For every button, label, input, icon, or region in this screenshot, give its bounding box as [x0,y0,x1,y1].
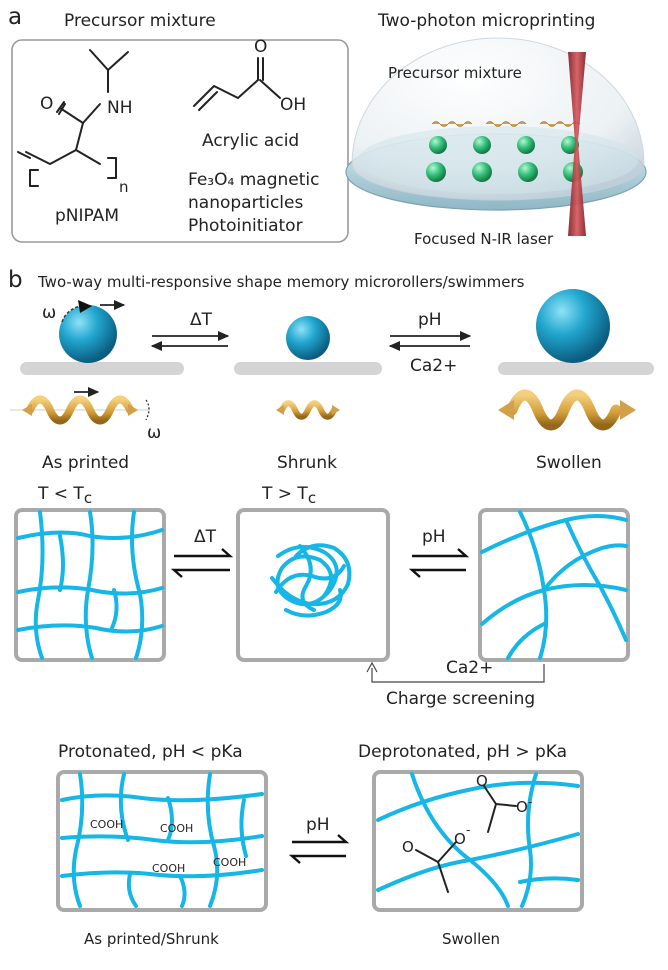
state-swollen: Swollen [536,453,602,473]
microroller-swollen [536,289,610,363]
ingredient-1: Fe₃O₄ magnetic [188,170,319,190]
cooh-3: COOH [213,856,246,869]
microroller-shrunk [286,316,330,360]
surface-1 [20,362,184,375]
omega-helix: ω [147,423,161,443]
net-arrow1-forward [174,548,234,558]
network-box-swollen [478,508,630,662]
helix-shrunk [276,400,340,420]
bottom-arrow-forward [292,834,350,844]
carboxylate-o-4: O [516,798,528,816]
microprinting-title: Two-photon microprinting [377,11,595,31]
carboxylate-o-2: O [454,830,466,848]
panel-a-letter: a [8,4,22,30]
bottom-right-label: Swollen [442,930,500,948]
rotation-arc [61,305,81,323]
carboxylate-groups [415,785,517,893]
state-shrunk: Shrunk [277,453,337,473]
pnipam-n: n [119,178,129,196]
carboxylate-o-1: O [402,838,414,856]
helix-row [431,121,581,127]
pnipam-o: O [40,94,53,114]
network-loose [16,510,164,660]
network-box-collapsed [236,508,390,662]
microroller-printed [59,305,117,363]
precursor-title: Precursor mixture [64,11,216,31]
laser-beam [568,52,586,236]
acrylic-acid-structure [193,57,281,111]
pnipam-nh: NH [107,98,133,118]
acrylic-oh: OH [280,95,306,115]
omega-top: ω [42,303,56,323]
arrow2-top-label: pH [418,310,442,330]
precursor-box [11,39,349,243]
net-arrow2-forward [412,548,470,558]
screening-arrowhead [366,661,378,673]
charge-1: - [466,823,470,837]
protonated-title: Protonated, pH < pKa [58,742,243,762]
net-arrow2-label: pH [422,527,446,547]
screening-path [371,664,545,683]
bottom-arrow-back [288,854,346,864]
helix-rotation-arc [145,399,150,421]
arrow1-label: ΔT [190,310,213,330]
ingredient-3: Photoinitiator [188,216,303,236]
surface-3 [498,362,654,375]
microprinting-illustration [345,37,647,236]
screening-label: Charge screening [386,689,535,709]
cooh-2: COOH [160,822,193,835]
arrow2-bottom-label: Ca2+ [410,356,457,376]
cond-low: T < Tc [37,484,92,507]
helix-swollen [498,389,636,431]
acrylic-label: Acrylic acid [202,131,299,151]
acrylic-o: O [254,37,267,57]
laser-label: Focused N-IR laser [414,230,554,248]
net-arrow1-back [170,568,230,578]
helix-printed [22,395,138,425]
ingredient-2: nanoparticles [188,193,303,213]
bottom-left-label: As printed/Shrunk [84,930,219,948]
dome-label: Precursor mixture [388,64,522,82]
net-arrow2-back [408,568,466,578]
network-collapsed [270,543,352,618]
panel-b-title: Two-way multi-responsive shape memory mi… [37,273,525,291]
carboxylate-o-3: O [476,772,488,790]
charge-2: - [528,795,532,809]
deprotonated-title: Deprotonated, pH > pKa [358,742,567,762]
deprotonated-network [376,772,580,908]
ca-label: Ca2+ [446,658,493,678]
pnipam-structure [17,49,129,187]
network-swollen [480,510,628,660]
cooh-1: COOH [90,818,123,831]
pnipam-label: pNIPAM [55,206,119,226]
cond-high: T > Tc [261,484,316,507]
surface-2 [234,362,382,375]
panel-b-letter: b [8,267,23,293]
net-arrow1-label: ΔT [194,527,217,547]
bottom-arrow-label: pH [306,815,330,835]
rotation-arrowhead [78,300,92,313]
state-as-printed: As printed [42,453,129,473]
protonated-network [60,772,264,908]
cooh-4: COOH [152,862,185,875]
